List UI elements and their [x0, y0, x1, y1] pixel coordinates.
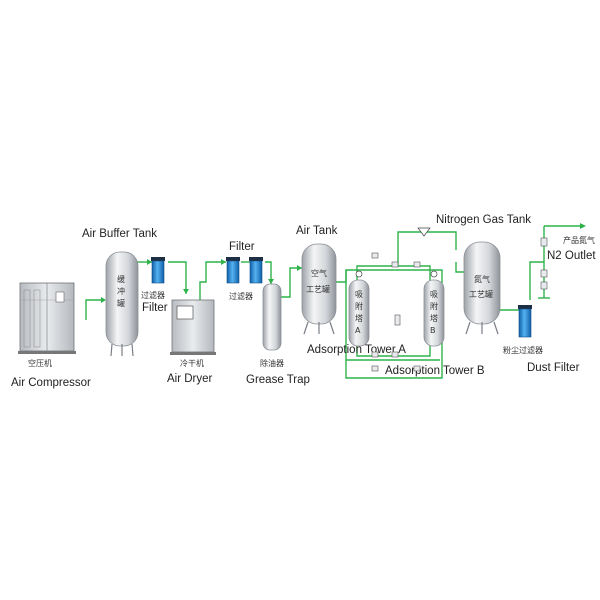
filter-2	[226, 257, 263, 284]
tower-a-label-4: A	[355, 326, 361, 335]
tower-a-label-2: 附	[355, 301, 363, 311]
nitrogen-gas-tank-label: Nitrogen Gas Tank	[436, 214, 531, 226]
air-tank-label-1: 空气	[311, 268, 327, 278]
flow-arrows	[101, 223, 586, 303]
adsorption-tower-a	[348, 270, 370, 347]
adsorption-tower-a-label: Adsorption Tower A	[307, 344, 406, 356]
air-compressor-cn-label: 空压机	[28, 358, 52, 368]
tower-b-label-2: 附	[430, 301, 438, 311]
filter-1	[151, 257, 165, 284]
air-dryer	[170, 299, 216, 355]
air-compressor	[18, 282, 76, 354]
nitrogen-tank-label-2: 工艺罐	[469, 289, 493, 299]
filter-1-cn-label: 过滤器	[141, 290, 165, 300]
nitrogen-tank-label-1: 氮气	[474, 274, 490, 284]
tower-a-label-1: 吸	[355, 290, 363, 299]
filter-2-cn-label: 过滤器	[229, 291, 253, 301]
buffer-tank-label-2: 冲	[117, 286, 125, 296]
filter-1-label: Filter	[142, 302, 168, 314]
dust-filter-cn-label: 粉尘过滤器	[503, 345, 543, 355]
air-compressor-label: Air Compressor	[11, 377, 91, 389]
air-tank-label-2: 工艺罐	[306, 284, 330, 294]
adsorption-tower-b-label: Adsorption Tower B	[385, 365, 485, 377]
nitrogen-gas-tank	[463, 241, 501, 335]
buffer-tank-label-3: 罐	[117, 298, 125, 308]
check-valve	[417, 227, 431, 237]
air-dryer-label: Air Dryer	[167, 373, 213, 385]
grease-trap	[262, 283, 282, 351]
tower-b-label-4: B	[430, 326, 436, 335]
air-dryer-cn-label: 冷干机	[180, 358, 204, 368]
dust-filter	[518, 305, 532, 338]
air-buffer-tank-label: Air Buffer Tank	[82, 228, 157, 240]
air-tank-label: Air Tank	[296, 225, 338, 237]
air-tank	[301, 243, 337, 335]
adsorption-tower-b	[423, 270, 445, 347]
n2-outlet-cn-label: 产品氮气	[563, 235, 595, 245]
dust-filter-label: Dust Filter	[527, 362, 580, 374]
grease-trap-cn-label: 除油器	[260, 358, 284, 368]
n2-outlet-label: N2 Outlet	[547, 250, 596, 262]
tower-a-label-3: 塔	[355, 313, 363, 323]
filter-2-label: Filter	[229, 241, 255, 253]
air-buffer-tank	[105, 251, 139, 357]
n2-outlet-meter	[540, 237, 548, 290]
grease-trap-label: Grease Trap	[246, 374, 310, 386]
buffer-tank-label-1: 缓	[117, 274, 125, 284]
tower-b-label-3: 塔	[430, 313, 438, 323]
tower-b-label-1: 吸	[430, 290, 438, 299]
valves	[371, 252, 421, 372]
